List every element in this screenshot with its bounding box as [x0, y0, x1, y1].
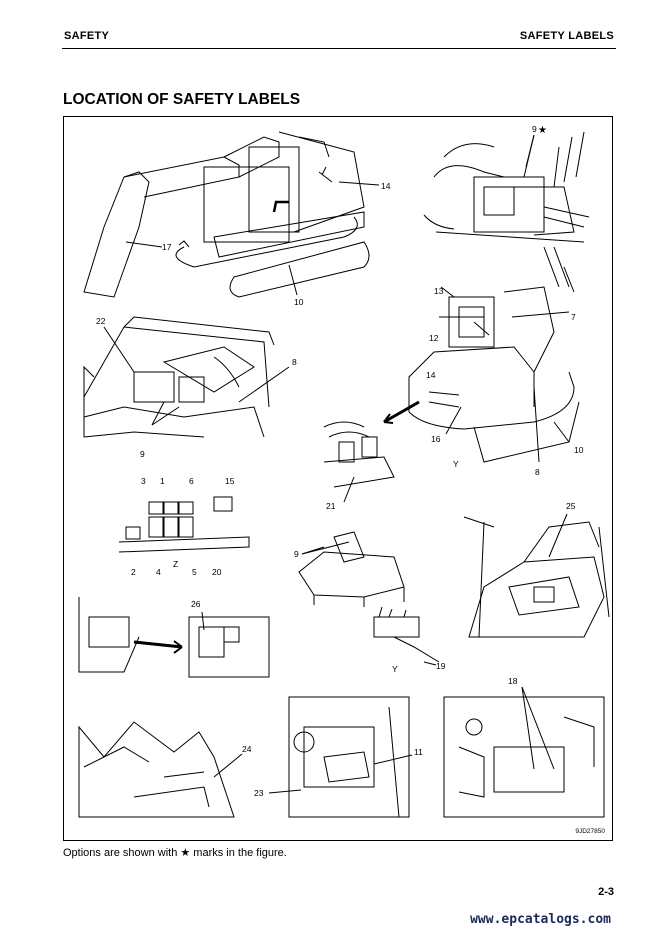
callout-10: 10: [294, 297, 304, 307]
callout-17: 17: [162, 242, 172, 252]
detail-y: [373, 606, 440, 663]
callout-2: 2: [131, 567, 136, 577]
excavator-rear-view: [408, 246, 580, 463]
callout-5: 5: [192, 567, 197, 577]
safety-label-figure: 14 17 10 9 ★ 22 8 9 13 12 14 7 16 Y 8 10…: [63, 116, 613, 841]
watermark-url[interactable]: www.epcatalogs.com: [470, 912, 611, 927]
page-title: LOCATION OF SAFETY LABELS: [63, 91, 301, 108]
callout-8b: 8: [535, 467, 540, 477]
callout-18: 18: [508, 676, 518, 686]
excavator-side-view: [83, 131, 370, 298]
bottom-middle-detail: [288, 696, 410, 818]
hood-open-view: [463, 516, 610, 638]
callout-14b: 14: [426, 370, 436, 380]
callout-numbers: 14 17 10 9 ★ 22 8 9 13 12 14 7 16 Y 8 10…: [96, 124, 584, 798]
callout-9: 9: [140, 449, 145, 459]
view-letter-y2: Y: [392, 664, 398, 674]
callout-10b: 10: [574, 445, 584, 455]
callout-9c: 9: [294, 549, 299, 559]
bottom-right-detail: [443, 696, 605, 818]
callout-7: 7: [571, 312, 576, 322]
callout-22: 22: [96, 316, 106, 326]
callout-6: 6: [189, 476, 194, 486]
header-rule: [62, 48, 616, 49]
callout-3: 3: [141, 476, 146, 486]
callout-8: 8: [292, 357, 297, 367]
detail-engine-top: [423, 131, 590, 243]
figure-drawing: 14 17 10 9 ★ 22 8 9 13 12 14 7 16 Y 8 10…: [78, 124, 610, 818]
filters-detail: [323, 421, 395, 488]
callout-25: 25: [566, 501, 576, 511]
callout-15: 15: [225, 476, 235, 486]
star-icon: ★: [538, 125, 547, 136]
cab-door-detail: [298, 531, 405, 607]
callout-11: 11: [414, 747, 423, 757]
callout-14: 14: [381, 181, 391, 191]
header-section: SAFETY: [64, 30, 110, 42]
callout-12: 12: [429, 333, 439, 343]
callout-19: 19: [436, 661, 446, 671]
figure-caption: Options are shown with ★ marks in the fi…: [63, 847, 287, 859]
callout-13: 13: [434, 286, 444, 296]
page-number: 2-3: [598, 886, 614, 898]
engine-compartment: [83, 316, 275, 438]
callout-1: 1: [160, 476, 165, 486]
callout-9-star: 9: [532, 124, 537, 134]
callout-20: 20: [212, 567, 222, 577]
view-letter-z: Z: [173, 559, 178, 569]
callout-21: 21: [326, 501, 336, 511]
bottom-left-detail: [78, 721, 235, 818]
header-topic: SAFETY LABELS: [519, 30, 614, 42]
callout-4: 4: [156, 567, 161, 577]
callout-16: 16: [431, 434, 441, 444]
callout-23: 23: [254, 788, 264, 798]
callout-26: 26: [191, 599, 201, 609]
view-letter-y1: Y: [453, 459, 459, 469]
callout-24: 24: [242, 744, 252, 754]
figure-code: 9JD27850: [575, 828, 605, 835]
battery-box-detail: [78, 597, 270, 678]
label-group-z: [118, 496, 250, 553]
